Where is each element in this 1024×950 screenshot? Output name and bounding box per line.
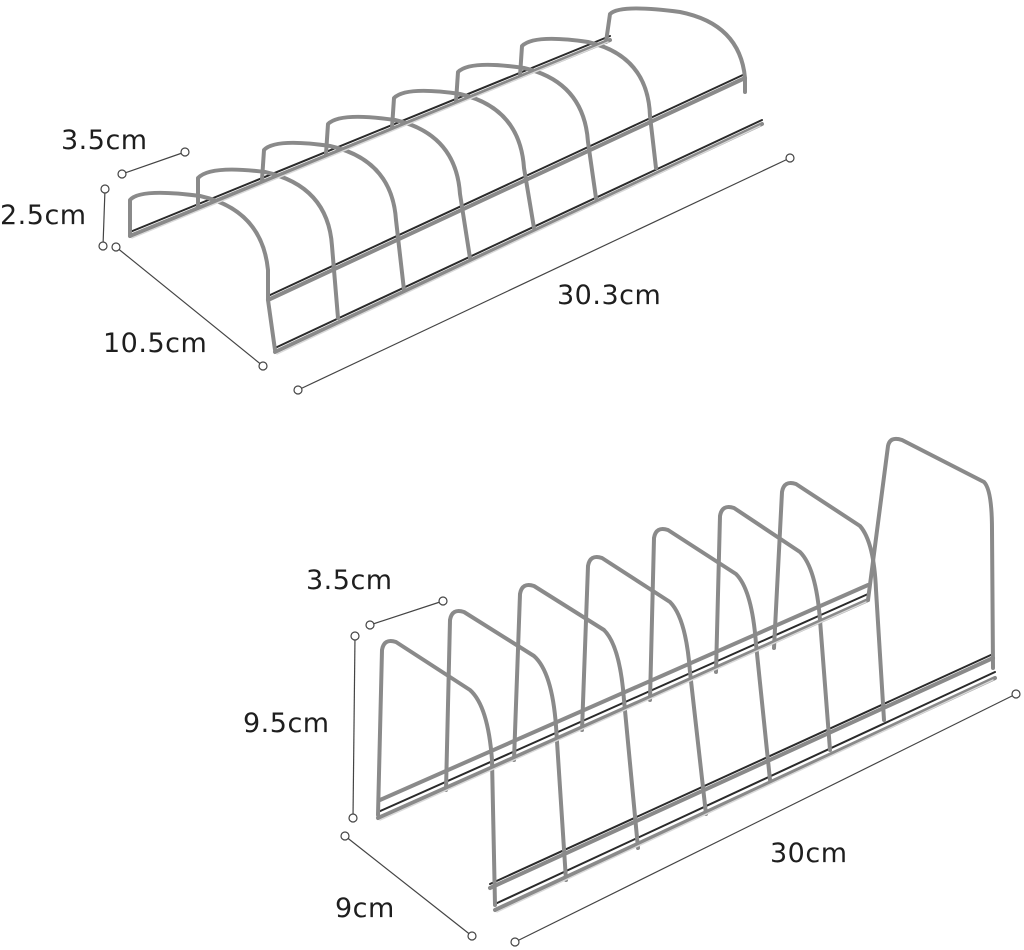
top-rack-depth-label: 10.5cm: [103, 328, 208, 359]
bottom-dimension-lines: [340, 596, 1021, 947]
top-rack-length-label: 30.3cm: [557, 280, 662, 311]
top-rack-dividers: [128, 6, 747, 352]
bottom-rack-dividers: [376, 436, 995, 907]
bottom-rack-height-label: 9.5cm: [243, 708, 330, 739]
bottom-rack-length-label: 30cm: [770, 838, 848, 869]
top-rack-spacing-label: 3.5cm: [61, 125, 148, 156]
bottom-rack-spacing-label: 3.5cm: [306, 565, 393, 596]
top-dimension-lines: [98, 147, 795, 395]
bottom-rack-drawing: [376, 436, 997, 913]
bottom-rack-depth-label: 9cm: [335, 893, 395, 924]
top-rack-height-label: 2.5cm: [0, 200, 87, 231]
top-rack-drawing: [128, 6, 764, 355]
